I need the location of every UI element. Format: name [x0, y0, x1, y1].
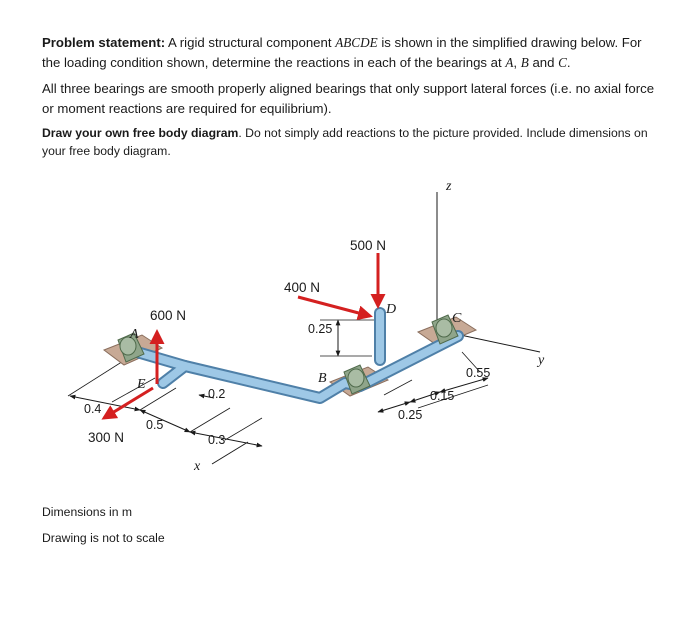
force-arrows [101, 253, 386, 420]
bearing-b [343, 364, 371, 395]
problem-statement: Problem statement: A rigid structural co… [42, 33, 662, 73]
point-e-label: E [136, 377, 146, 392]
component-name: ABCDE [335, 35, 378, 50]
force-400-arrow [297, 295, 373, 321]
bearing-b-ref: B [520, 55, 529, 70]
dim-025-lower: 0.25 [398, 408, 422, 422]
dimension-arrows [69, 319, 489, 448]
bearing-a-ref: A [505, 55, 514, 70]
force-300-label: 300 N [88, 430, 124, 445]
scale-note: Drawing is not to scale [42, 531, 165, 545]
problem-text-1: A rigid structural component [165, 35, 336, 50]
problem-text-2: is shown in the simplified drawing below… [42, 35, 642, 70]
bearings-note: All three bearings are smooth properly a… [42, 81, 655, 116]
instruction-bold: Draw your own free body diagram [42, 126, 239, 140]
units-note: Dimensions in m [42, 505, 133, 519]
force-600-label: 600 N [150, 308, 186, 323]
dim-03: 0.3 [208, 433, 225, 447]
dim-055: 0.55 [466, 366, 490, 380]
instruction-rest: . Do not simply add reactions to the pic… [42, 126, 648, 158]
fbd-instruction: Draw your own free body diagram. Do not … [42, 124, 662, 160]
pipe-structure [124, 307, 464, 404]
bearing-a [117, 332, 145, 363]
point-b-label: B [318, 371, 327, 386]
dim-015: 0.15 [430, 389, 454, 403]
problem-sep: , [513, 55, 521, 70]
y-axis-label: y [536, 353, 545, 368]
problem-heading: Problem statement: [42, 35, 166, 50]
force-400-label: 400 N [284, 280, 320, 295]
bearing-c [431, 314, 459, 345]
force-500-label: 500 N [350, 238, 386, 253]
x-axis-label: x [193, 459, 201, 474]
point-c-label: C [452, 311, 462, 326]
dim-05: 0.5 [146, 418, 163, 432]
problem-and: and [528, 55, 559, 70]
point-a-label: A [129, 327, 139, 342]
bearing-c-ref: C [558, 55, 567, 70]
dim-04: 0.4 [84, 402, 101, 416]
reference-lines [67, 319, 489, 441]
z-axis-label: z [445, 179, 452, 194]
force-300-arrow [101, 386, 154, 420]
problem-end: . [566, 55, 571, 70]
point-d-label: D [385, 302, 396, 317]
dim-02: 0.2 [208, 387, 225, 401]
dim-025-vertical: 0.25 [308, 322, 332, 336]
